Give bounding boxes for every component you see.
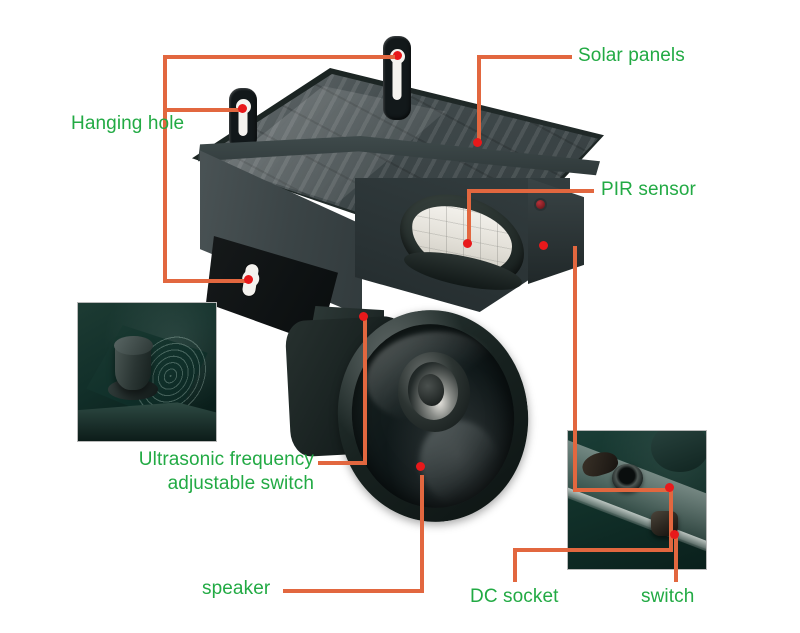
leader-hanging-hole-branch-bottom <box>163 279 248 283</box>
marker-hanging-hole-left-tab <box>238 104 247 113</box>
label-ultrasonic-switch-line2: adjustable switch <box>167 472 314 494</box>
marker-ultrasonic-switch <box>359 312 368 321</box>
hanging-tab-left <box>229 88 257 150</box>
inset-frequency-knob-top <box>113 336 153 356</box>
marker-solar-panels <box>473 138 482 147</box>
leader-speaker-vertical <box>420 475 424 593</box>
label-ultrasonic-switch-line1: Ultrasonic frequency <box>138 449 314 470</box>
leader-solar-panels-horizontal <box>477 55 572 59</box>
label-pir-sensor: PIR sensor <box>601 179 696 200</box>
leader-pir-horizontal <box>467 189 594 193</box>
leader-dc-socket-horizontal-to-inset <box>573 488 669 492</box>
indicator-led <box>536 200 545 209</box>
leader-dc-socket-label-horizontal <box>513 548 673 552</box>
marker-switch <box>670 530 679 539</box>
leader-dc-socket-inset-drop <box>669 488 673 550</box>
leader-dc-socket-label-riser <box>513 548 517 582</box>
inset-dc-socket-switch-photo <box>567 430 707 570</box>
marker-hanging-hole-bracket <box>244 275 253 284</box>
leader-speaker-horizontal <box>283 589 424 593</box>
hanging-tab-right <box>383 36 411 120</box>
inset-dc-socket-port <box>612 464 643 492</box>
leader-hanging-hole-branch-top-long <box>163 55 395 59</box>
leader-hanging-hole-trunk <box>163 55 167 283</box>
leader-switch-vertical <box>674 535 678 582</box>
marker-dc-socket-on-body <box>539 241 548 250</box>
label-hanging-hole: Hanging hole <box>71 113 185 134</box>
marker-speaker <box>416 462 425 471</box>
leader-pir-vertical <box>467 189 471 243</box>
hanging-hole-slot-left <box>238 102 248 136</box>
inset-ultrasonic-knob-photo <box>77 302 217 442</box>
label-solar-panels: Solar panels <box>578 45 685 66</box>
label-dc-socket: DC socket <box>470 586 559 607</box>
marker-dc-socket-in-inset <box>665 483 674 492</box>
leader-ultrasonic-horizontal <box>318 461 367 465</box>
label-switch: switch <box>641 586 695 607</box>
label-ultrasonic-switch: Ultrasonic frequency adjustable switch <box>134 448 314 496</box>
marker-pir-sensor <box>463 239 472 248</box>
leader-hanging-hole-branch-middle <box>163 108 241 112</box>
hanging-hole-slot-right <box>392 52 402 100</box>
inset-knob-housing-edge <box>78 402 216 441</box>
label-speaker: speaker <box>202 578 271 599</box>
leader-solar-panels-vertical <box>477 55 481 143</box>
leader-ultrasonic-vertical <box>363 318 367 465</box>
inset-socket-housing-cylinder <box>650 431 706 473</box>
marker-hanging-hole-top-tab <box>393 51 402 60</box>
leader-dc-socket-vertical-main <box>573 246 577 492</box>
